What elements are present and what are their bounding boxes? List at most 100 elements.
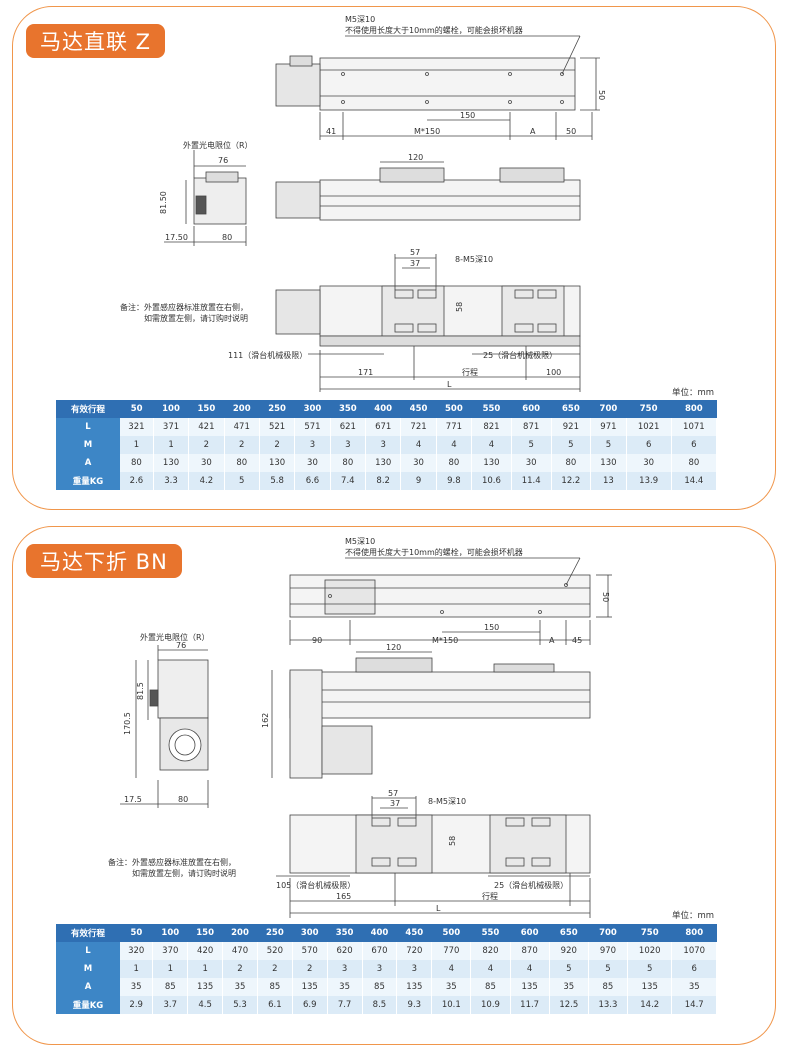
table-column-header: 700 [588,924,628,942]
table-cell: 30 [188,454,225,472]
table-cell: 3.7 [152,996,189,1014]
table-row-label: 重量KG [56,472,120,490]
table-cell: 5 [588,960,629,978]
table-cell: 4 [510,960,550,978]
dim-57: 57 [410,248,420,257]
table-cell: 30 [400,454,437,472]
table-cell: 720 [396,942,433,960]
dim-80: 80 [178,795,188,804]
table-cell: 1071 [671,418,718,436]
table-cell: 6.1 [257,996,293,1014]
table-column-header: 350 [327,924,363,942]
table-cell: 1 [120,436,154,454]
table-column-header: 300 [294,400,331,418]
sensor-label: 外置光电限位（R） [183,140,253,150]
dim-pitch: 150 [460,111,475,120]
sensor-label: 外置光电限位（R） [140,632,210,642]
table-cell: 135 [187,978,224,996]
note-line: 备注：外置感应器标准放置在右侧， [108,858,236,867]
offset-right: 100 [546,368,561,377]
table-cell: 970 [588,942,629,960]
table-cell: 135 [396,978,433,996]
table-cell: 4 [431,960,472,978]
total-l: L [436,904,441,913]
table-cell: 14.2 [627,996,673,1014]
table-row-label: A [56,978,120,996]
table-cell: 6 [626,436,672,454]
table-cell: 1 [187,960,224,978]
table-cell: 85 [257,978,293,996]
table-column-header: 350 [330,400,366,418]
note: 备注：外置感应器标准放置在右侧， 如需放置左侧，请订购时说明 [108,857,236,879]
table-cell: 85 [152,978,189,996]
table-cell: 13 [590,472,627,490]
note-line: 如需放置左侧，请订购时说明 [144,314,248,323]
table-column-header: 550 [471,400,512,418]
table-cell: 3 [365,436,402,454]
table-cell: 35 [431,978,472,996]
table-cell: 4 [470,960,511,978]
table-cell: 80 [671,454,718,472]
table-column-header: 550 [470,924,511,942]
table-cell: 5 [549,960,589,978]
dim-right: 50 [566,127,576,136]
table-column-header: 150 [188,400,225,418]
table-cell: 10.1 [431,996,472,1014]
table-row-label: A [56,454,120,472]
dim-left: 90 [312,636,322,645]
note-line: 备注：外置感应器标准放置在右侧， [120,303,248,312]
dim-58: 58 [448,836,457,846]
table-cell: 7.7 [327,996,363,1014]
offset-left: 171 [358,368,373,377]
table-cell: 80 [120,454,154,472]
dim-76: 76 [218,156,228,165]
offset-left: 165 [336,892,351,901]
table-cell: 2 [257,960,293,978]
mech-left: 111（滑台机械极限） [228,350,307,360]
dim-pitch: 150 [484,623,499,632]
table-cell: 3 [362,960,398,978]
table-cell: 5 [627,960,673,978]
table-row-label: L [56,942,120,960]
table-cell: 621 [330,418,367,436]
dim-37: 37 [410,259,420,268]
table-row-label: M [56,960,120,978]
table-column-header: 250 [257,924,293,942]
table-row-label: L [56,418,120,436]
table-cell: 80 [436,454,473,472]
table-cell: 14.4 [671,472,718,490]
dim-58: 58 [455,302,464,312]
mech-left: 105（滑台机械极限） [276,880,355,890]
dim-left: 41 [326,127,336,136]
table-cell: 80 [330,454,367,472]
dim-mid: M*150 [414,127,440,136]
table-cell: 870 [510,942,550,960]
table-cell: 8.2 [365,472,402,490]
table-cell: 1070 [671,942,717,960]
table-cell: 721 [400,418,437,436]
table-cell: 371 [153,418,190,436]
table-column-header: 150 [187,924,223,942]
table-cell: 5 [511,436,552,454]
table-cell: 1020 [627,942,673,960]
table-column-header: 500 [436,400,472,418]
dim-37: 37 [390,799,400,808]
table-cell: 13.3 [588,996,629,1014]
table-cell: 35 [327,978,363,996]
dim-holes: 8-M5深10 [428,797,466,806]
table-cell: 321 [120,418,154,436]
table-cell: 3 [294,436,331,454]
dim-m5: M5深10 [345,15,375,24]
section-title: 马达下折 BN [26,544,182,578]
stroke-label: 行程 [482,891,498,901]
table-column-header: 300 [292,924,328,942]
table-column-header: 750 [627,924,672,942]
mech-right: 25（滑台机械极限） [494,880,568,890]
table-cell: 2.6 [120,472,154,490]
dim-120: 120 [408,153,423,162]
unit-label: 单位：mm [672,388,715,398]
table-column-header: 450 [396,924,432,942]
